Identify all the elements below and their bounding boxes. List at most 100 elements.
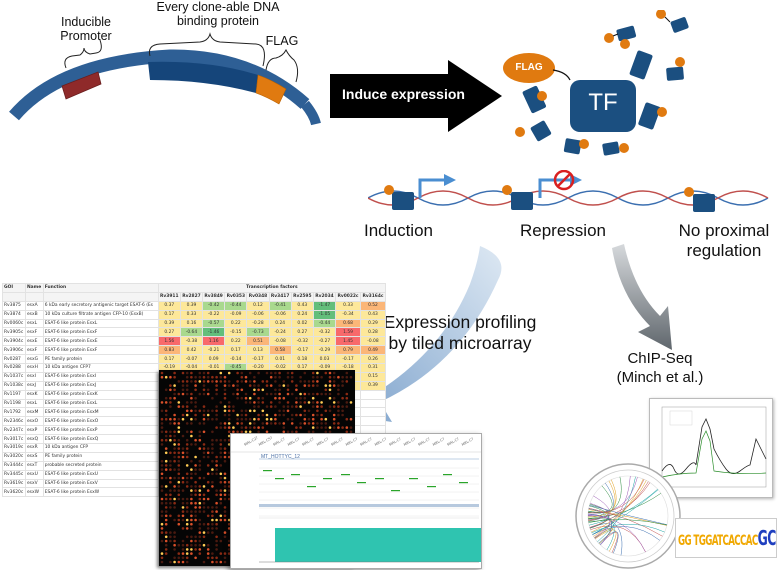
value-cell: 0.51 xyxy=(246,336,270,347)
cell-name: esxG xyxy=(24,354,44,365)
cell-func: 6 kDa early secretory antigenic target E… xyxy=(42,300,159,311)
dna-helix xyxy=(368,170,769,212)
bound-proteins xyxy=(384,185,715,212)
value-cell: -0.09 xyxy=(224,309,248,320)
value-cell: -0.07 xyxy=(179,354,204,365)
cell-name: esxM xyxy=(24,407,44,418)
value-cell: 0.31 xyxy=(359,363,387,373)
cell-func: ESAT-6 like protein EsxF xyxy=(42,345,159,356)
cell-func: ESAT-6 like protein EsxM xyxy=(42,407,159,418)
cell-func: ESAT-6 like protein EsxF xyxy=(42,327,159,338)
tf-column-header: Rv3417 xyxy=(268,291,292,302)
cell-name: esxK xyxy=(24,389,44,400)
cell-name: esxP xyxy=(24,425,44,436)
value-cell: 0.22 xyxy=(224,336,248,347)
value-cell: 1.59 xyxy=(335,327,361,338)
value-cell: -0.73 xyxy=(246,327,270,338)
value-cell: 0.52 xyxy=(359,300,387,311)
col-name: Name xyxy=(24,283,44,293)
cell-name: esxH xyxy=(24,363,44,373)
cell-name: esxV xyxy=(24,478,44,489)
cell-goi: Rv3445c xyxy=(2,469,26,480)
no-regulation-label: No proximal regulation xyxy=(678,221,770,261)
flag-bracket xyxy=(265,48,299,83)
cell-goi: Rv2347c xyxy=(2,425,26,436)
browser-column-label: MRL-C5? xyxy=(258,436,273,447)
chipseq-coverage-plot xyxy=(649,398,773,498)
value-cell: 0.33 xyxy=(179,309,204,320)
tf-column-header: Rv0353 xyxy=(224,291,248,302)
value-cell: 0.68 xyxy=(335,318,361,329)
value-cell: 1.16 xyxy=(202,336,226,347)
plasmid-diagram xyxy=(9,32,321,126)
tf-column-header: Rv3849 xyxy=(202,291,226,302)
cell-goi: Rv0287 xyxy=(2,354,26,365)
value-cell: -0.21 xyxy=(202,345,226,356)
value-cell: 0.03 xyxy=(312,354,337,365)
gene-label: Every clone-able DNA binding protein xyxy=(156,0,280,29)
cell-name: esxS xyxy=(24,451,44,462)
value-cell: -1.47 xyxy=(312,300,337,311)
value-cell: -0.17 xyxy=(335,354,361,365)
induction-start-arrow xyxy=(418,174,456,198)
gene-segment xyxy=(148,61,258,93)
value-cell: -0.08 xyxy=(359,336,387,347)
value-cell: -0.44 xyxy=(224,300,248,311)
cell-goi: Rv2346c xyxy=(2,416,26,427)
browser-column-label: MRL-C2? xyxy=(244,436,259,447)
value-cell: -0.32 xyxy=(312,327,337,338)
value-cell: 0.18 xyxy=(290,354,314,365)
value-cell: 0.27 xyxy=(157,327,181,338)
tf-box xyxy=(570,80,636,132)
cell-func: ESAT-6 like protein EsxI xyxy=(42,371,159,382)
browser-column-label: MRL-C? xyxy=(461,437,474,447)
value-cell: -0.22 xyxy=(202,309,226,320)
value-cell: -0.57 xyxy=(202,318,226,329)
browser-column-label: MRL-C? xyxy=(345,437,358,447)
browser-track-title: MT_HOTTYC_12 xyxy=(261,454,300,460)
cell-name: esxQ xyxy=(24,434,44,445)
browser-column-label: MRL-C? xyxy=(316,437,329,447)
value-cell: -0.17 xyxy=(290,345,314,356)
cell-func: ESAT-6 like protein EsxK xyxy=(42,389,159,400)
tf-column-header: Rv2595 xyxy=(290,291,314,302)
motif-logo: GG TGGATCACCACGCC xyxy=(675,518,777,558)
value-cell: 0.28 xyxy=(359,327,387,338)
value-cell: -0.44 xyxy=(312,318,337,329)
cell-name: esxR xyxy=(24,443,44,453)
chipseq-arrow xyxy=(612,244,672,350)
col-goi: GOI xyxy=(2,283,26,293)
value-cell: 0.43 xyxy=(359,309,387,320)
value-cell: -1.46 xyxy=(202,327,226,338)
cell-name: esxA xyxy=(24,300,44,311)
browser-column-label: MRL-C? xyxy=(418,437,431,447)
value-cell: -0.38 xyxy=(179,336,204,347)
plasmid-tail xyxy=(301,100,321,126)
promoter-bracket xyxy=(64,39,102,69)
value-cell: 0.17 xyxy=(157,309,181,320)
tf-group-header: Transcription factors xyxy=(157,283,387,293)
cell-goi: Rv3017c xyxy=(2,434,26,445)
value-cell: 0.29 xyxy=(359,318,387,329)
cell-goi: Rv3906c xyxy=(2,345,26,356)
value-cell: -0.17 xyxy=(246,354,270,365)
value-cell: -0.64 xyxy=(179,327,204,338)
value-cell: 0.49 xyxy=(359,345,387,356)
flag-segment xyxy=(255,74,287,105)
cell-name: esxL xyxy=(24,318,44,329)
value-cell: -0.08 xyxy=(268,336,292,347)
value-cell: -0.27 xyxy=(312,336,337,347)
tf-column-header: Rv3911 xyxy=(157,291,181,302)
value-cell: 0.26 xyxy=(359,354,387,365)
value-cell: 0.58 xyxy=(268,345,292,356)
cell-name: esxF xyxy=(24,327,44,338)
browser-column-label: MRL-C? xyxy=(389,437,402,447)
induce-expression-label: Induce expression xyxy=(342,86,465,102)
tf-label: TF xyxy=(588,89,618,116)
cell-name: esxL xyxy=(24,398,44,409)
browser-column-label: MRL-C? xyxy=(432,437,445,447)
